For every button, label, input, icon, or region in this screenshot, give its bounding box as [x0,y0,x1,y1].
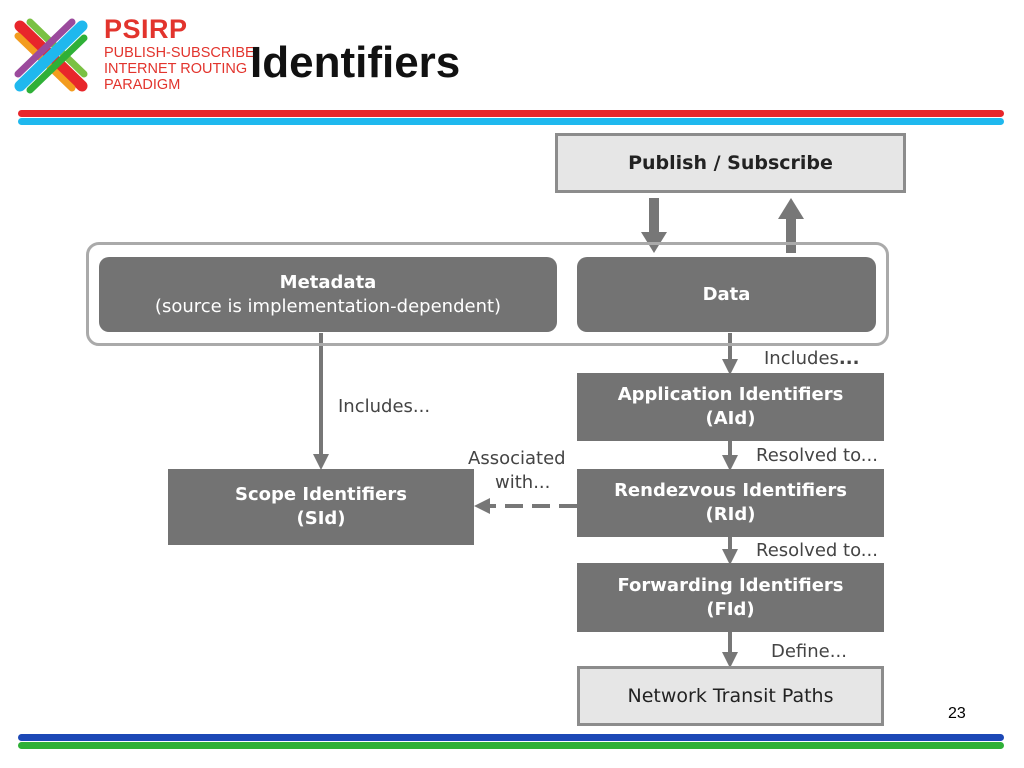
metadata-box: Metadata (source is implementation-depen… [99,257,557,332]
logo-name: PSIRP [104,14,188,44]
forwarding-identifiers-box: Forwarding Identifiers (FId) [577,563,884,632]
associated-label-line2: with... [495,472,551,493]
publish-subscribe-label: Publish / Subscribe [628,152,833,174]
fid-line1: Forwarding Identifiers [617,574,844,596]
page-number: 23 [948,705,966,722]
resolved-to-label-1: Resolved to... [756,445,878,466]
sid-line2: (SId) [296,508,346,529]
footer-band-blue [18,734,1004,741]
metadata-subtitle: (source is implementation-dependent) [154,295,502,317]
aid-line1: Application Identifiers [617,384,844,405]
psirp-logo-icon [14,18,88,94]
sid-line1: Scope Identifiers [235,484,407,505]
data-group-outline [86,242,889,346]
network-transit-paths-label: Network Transit Paths [627,685,834,707]
subscribe-up-arrow [778,198,804,253]
logo-tagline-1: PUBLISH-SUBSCRIBE [104,45,255,61]
fid-line2: (FId) [706,598,755,620]
metadata-title: Metadata [279,271,377,293]
define-label: Define... [771,641,847,662]
includes-metadata-label: Includes... [338,396,431,417]
slide-title: Identifiers [250,38,461,87]
scope-identifiers-box: Scope Identifiers (SId) [168,469,474,545]
includes-data-ellipsis: ... [838,348,860,369]
aid-line2: (AId) [705,408,756,429]
footer-band-green [18,742,1004,749]
rid-line1: Rendezvous Identifiers [614,480,847,501]
publish-subscribe-box: Publish / Subscribe [555,133,906,193]
associated-label-line1: Associated [468,448,566,469]
data-box: Data [577,257,876,332]
data-label: Data [702,283,751,305]
rendezvous-identifiers-box: Rendezvous Identifiers (RId) [577,469,884,537]
logo-tagline-2: INTERNET ROUTING [104,61,248,77]
network-transit-paths-box: Network Transit Paths [577,666,884,726]
application-identifiers-box: Application Identifiers (AId) [577,373,884,441]
includes-data-text: Includes [764,348,839,369]
includes-data-label: Includes... [764,348,859,369]
header-band-cyan [18,118,1004,125]
logo-tagline-3: PARADIGM [104,77,181,93]
resolved-to-label-2: Resolved to... [756,540,878,561]
rid-line2: (RId) [705,504,756,525]
header-band-red [18,110,1004,117]
